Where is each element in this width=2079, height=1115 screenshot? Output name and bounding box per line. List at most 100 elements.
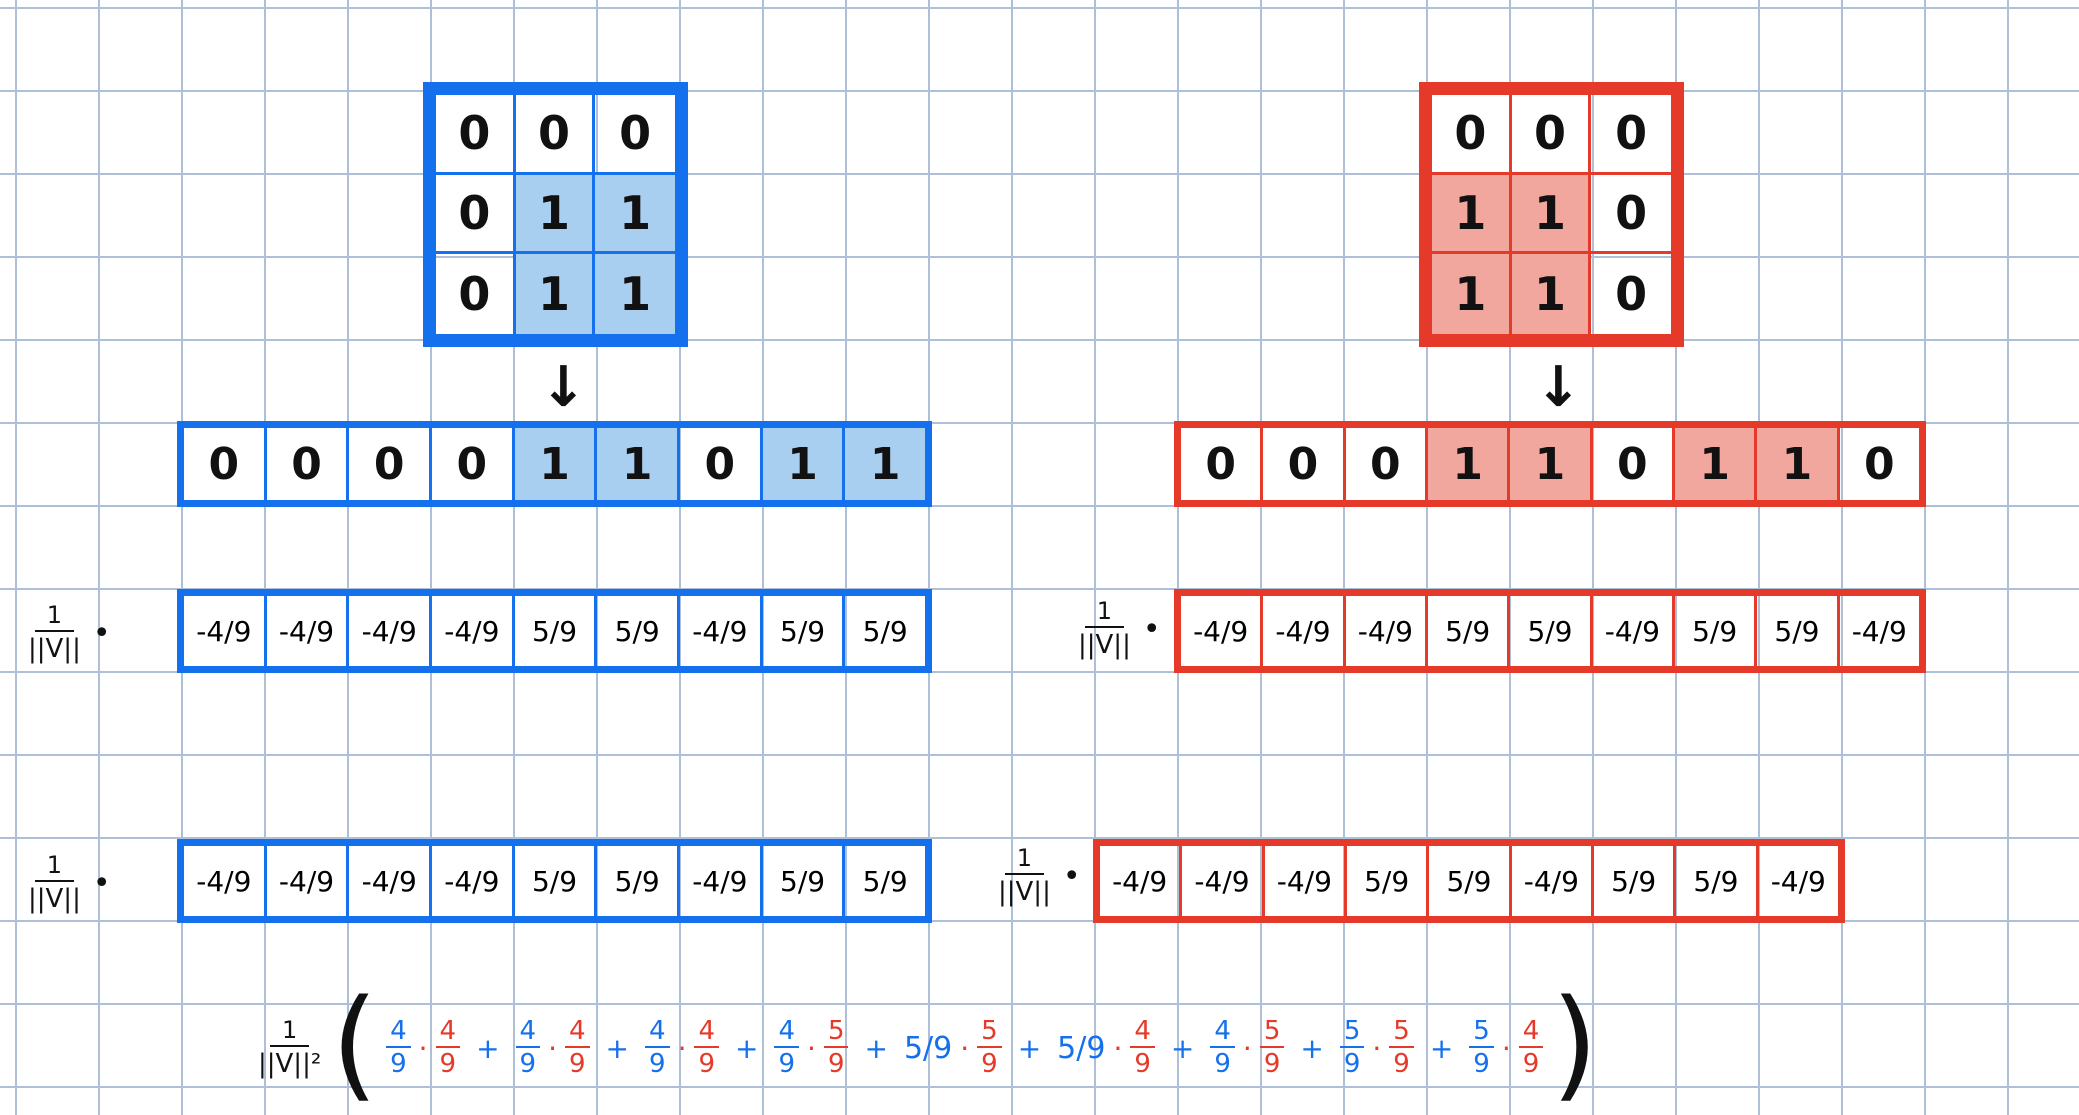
norm-denominator: ||V|| bbox=[998, 877, 1051, 907]
vector-cell: 1 bbox=[1510, 428, 1593, 500]
fraction-numerator: 4 bbox=[1210, 1016, 1235, 1048]
prefix-denominator: ||V||² bbox=[258, 1049, 322, 1079]
vector-cell: 1 bbox=[1674, 428, 1758, 500]
vector-cell: 5/9 bbox=[1757, 596, 1840, 666]
multiply-dot: • bbox=[1142, 611, 1161, 647]
vector-cell: 0 bbox=[1263, 428, 1346, 500]
multiply-dot: • bbox=[92, 865, 111, 901]
fraction-numerator: 4 bbox=[515, 1016, 541, 1048]
vector-cell: 0 bbox=[184, 428, 267, 500]
vector-cell: -4/9 bbox=[1851, 614, 1907, 648]
fraction-denominator: 9 bbox=[778, 1049, 796, 1079]
fraction-denominator: 9 bbox=[827, 1049, 845, 1079]
matrix-cell: 0 bbox=[1591, 95, 1671, 175]
fraction-numerator: 4 bbox=[694, 1016, 720, 1048]
vector-cell: 0 bbox=[1863, 438, 1895, 490]
vector-cell: 5/9 bbox=[763, 596, 846, 666]
fraction-denominator: 9 bbox=[390, 1049, 407, 1079]
times-dot: · bbox=[1372, 1031, 1382, 1065]
matrix-cell: 0 bbox=[1432, 95, 1512, 175]
norm-numerator: 1 bbox=[1084, 596, 1125, 628]
fraction-denominator: 9 bbox=[1522, 1049, 1540, 1079]
vector-cell: 5/9 bbox=[1429, 846, 1512, 916]
vector-cell: 1 bbox=[597, 428, 681, 500]
left-down-arrow: ↓ bbox=[540, 355, 587, 420]
matrix-cell: 0 bbox=[595, 95, 675, 175]
vector-cell: -4/9 bbox=[680, 596, 763, 666]
fraction-numerator: 4 bbox=[435, 1016, 461, 1048]
matrix-cell: 0 bbox=[436, 95, 516, 175]
open-paren: ( bbox=[331, 975, 379, 1114]
vector-cell: 5/9 bbox=[597, 596, 681, 666]
fraction-numerator: 4 bbox=[386, 1016, 411, 1048]
inline-fraction: 5/9 bbox=[1057, 1030, 1106, 1066]
plus-sign: + bbox=[1300, 1031, 1324, 1065]
times-dot: · bbox=[418, 1031, 428, 1065]
vector-cell: -4/9 bbox=[1263, 596, 1346, 666]
fraction-denominator: 9 bbox=[1473, 1049, 1490, 1079]
vector-cell: 1 bbox=[1757, 428, 1840, 500]
vector-cell: 0 bbox=[1346, 428, 1428, 500]
matrix-cell: 0 bbox=[436, 254, 516, 334]
vector-cell: 5/9 bbox=[1594, 846, 1677, 916]
fraction-numerator: 5 bbox=[823, 1016, 849, 1048]
vector-cell: 1 bbox=[1427, 428, 1511, 500]
matrix-cell: 0 bbox=[515, 95, 596, 175]
vector-cell: 0 bbox=[432, 428, 515, 500]
vector-cell: -4/9 bbox=[1770, 864, 1826, 898]
equation-prefix: 1 ||V||² bbox=[258, 1015, 321, 1081]
norm-numerator: 1 bbox=[34, 600, 75, 632]
vector-cell: 5/9 bbox=[1676, 846, 1759, 916]
multiply-dot: • bbox=[1062, 858, 1081, 894]
norm-denominator: ||V|| bbox=[28, 884, 81, 914]
vector-cell: 5/9 bbox=[1510, 596, 1593, 666]
vector-cell: -4/9 bbox=[1182, 846, 1265, 916]
multiply-dot: • bbox=[92, 615, 111, 651]
times-dot: · bbox=[548, 1031, 557, 1065]
vector-cell: 0 bbox=[680, 428, 763, 500]
vector-cell: -4/9 bbox=[349, 846, 433, 916]
fraction-numerator: 5 bbox=[1389, 1016, 1414, 1048]
vector-cell: -4/9 bbox=[1265, 846, 1347, 916]
right-down-arrow: ↓ bbox=[1535, 355, 1582, 420]
fraction-numerator: 5 bbox=[1469, 1016, 1494, 1048]
fraction-numerator: 5 bbox=[1339, 1016, 1365, 1048]
times-dot: · bbox=[1242, 1031, 1252, 1065]
fraction-denominator: 9 bbox=[1263, 1049, 1281, 1079]
plus-sign: + bbox=[1017, 1031, 1042, 1065]
fraction-denominator: 9 bbox=[698, 1049, 716, 1079]
vector-cell: 5/9 bbox=[1675, 596, 1758, 666]
vector-cell: 0 bbox=[349, 428, 433, 500]
vector-cell: -4/9 bbox=[1512, 846, 1594, 916]
vector-cell: -4/9 bbox=[184, 596, 267, 666]
vector-cell: 1 bbox=[514, 428, 598, 500]
matrix-cell: 1 bbox=[1432, 254, 1512, 334]
plus-sign: + bbox=[476, 1031, 500, 1065]
fraction-denominator: 9 bbox=[1214, 1049, 1231, 1079]
matrix-cell: 1 bbox=[1511, 174, 1592, 255]
fraction-numerator: 4 bbox=[774, 1016, 800, 1048]
matrix-cell: 1 bbox=[595, 254, 675, 334]
times-dot: · bbox=[807, 1031, 816, 1065]
times-dot: · bbox=[677, 1031, 687, 1065]
vector-cell: 0 bbox=[1181, 428, 1264, 500]
